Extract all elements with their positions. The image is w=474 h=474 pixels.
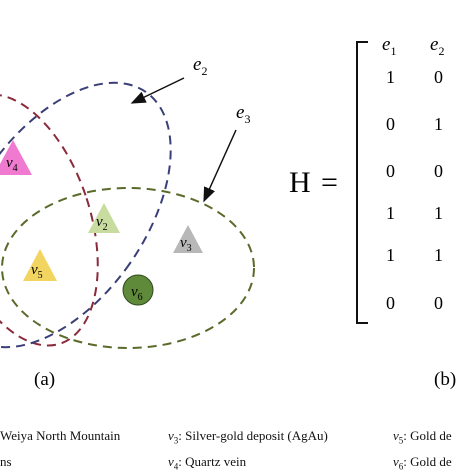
matrix-name: H (289, 166, 311, 199)
legend-item-v3: v3: Silver-gold deposit (AgAu) (168, 428, 328, 446)
legend-text: : Gold de (403, 454, 452, 469)
vertex-v5: v5 (23, 249, 57, 281)
matrix-row: 1 0 (386, 67, 443, 87)
caption-b: (b) (434, 369, 456, 390)
matrix-left-bracket (356, 41, 368, 324)
vertex-v3: v3 (173, 225, 203, 254)
svg-text:v6: v6 (131, 284, 143, 303)
edge-arrow-e3 (203, 129, 237, 203)
svg-text:v4: v4 (6, 155, 18, 174)
legend-symbol: v (393, 454, 399, 469)
matrix-row: 0 0 (386, 161, 443, 181)
matrix-cell: 1 (434, 203, 443, 223)
matrix-cell: 1 (386, 203, 395, 223)
legend-item-v6: v6: Gold de (393, 454, 452, 472)
matrix-row: 1 1 (386, 203, 443, 223)
edge-label-e3: e3 (236, 102, 250, 126)
matrix-equals: = (321, 166, 338, 199)
matrix-cell: 0 (386, 293, 395, 313)
edge-arrow-e2 (130, 77, 185, 104)
legend-item-v2: ns (0, 454, 12, 470)
legend-subscript: 5 (398, 435, 404, 446)
edge-label-e2: e2 (193, 54, 207, 78)
legend-subscript: 4 (173, 461, 179, 472)
column-header-e1: e1 (382, 34, 396, 58)
svg-text:v2: v2 (96, 214, 108, 233)
matrix-cell: 0 (386, 161, 395, 181)
caption-a: (a) (34, 369, 55, 390)
legend-symbol: v (168, 454, 174, 469)
legend-text: Weiya North Mountain (0, 428, 121, 443)
legend-text: : Gold de (403, 428, 452, 443)
vertex-v2: v2 (88, 203, 120, 233)
matrix-row: 0 1 (386, 114, 443, 134)
matrix-cell: 0 (434, 293, 443, 313)
matrix-row: 0 0 (386, 293, 443, 313)
legend-text: ns (0, 454, 12, 469)
legend-subscript: 6 (398, 461, 404, 472)
matrix-cell: 0 (434, 67, 443, 87)
legend-item-v5: v5: Gold de (393, 428, 452, 446)
matrix-cell: 1 (434, 245, 443, 265)
legend-symbol: v (393, 428, 399, 443)
matrix-cell: 0 (386, 114, 395, 134)
vertex-v6: v6 (122, 274, 154, 306)
legend-text: : Silver-gold deposit (AgAu) (178, 428, 328, 443)
legend-item-v4: v4: Quartz vein (168, 454, 246, 472)
hyperedge-e1 (0, 93, 99, 347)
matrix-cell: 1 (386, 67, 395, 87)
svg-text:v3: v3 (180, 235, 192, 254)
legend-subscript: 3 (173, 435, 179, 446)
matrix-cell: 1 (434, 114, 443, 134)
matrix-row: 1 1 (386, 245, 443, 265)
vertex-v4: v4 (0, 140, 32, 175)
legend-symbol: v (168, 428, 174, 443)
legend-item-v1: Weiya North Mountain (0, 428, 120, 444)
matrix-cell: 0 (434, 161, 443, 181)
hyperedge-e3 (1, 187, 255, 349)
column-header-e2: e2 (430, 34, 444, 58)
matrix-cell: 1 (386, 245, 395, 265)
legend-text: : Quartz vein (178, 454, 247, 469)
svg-text:v5: v5 (31, 262, 43, 281)
